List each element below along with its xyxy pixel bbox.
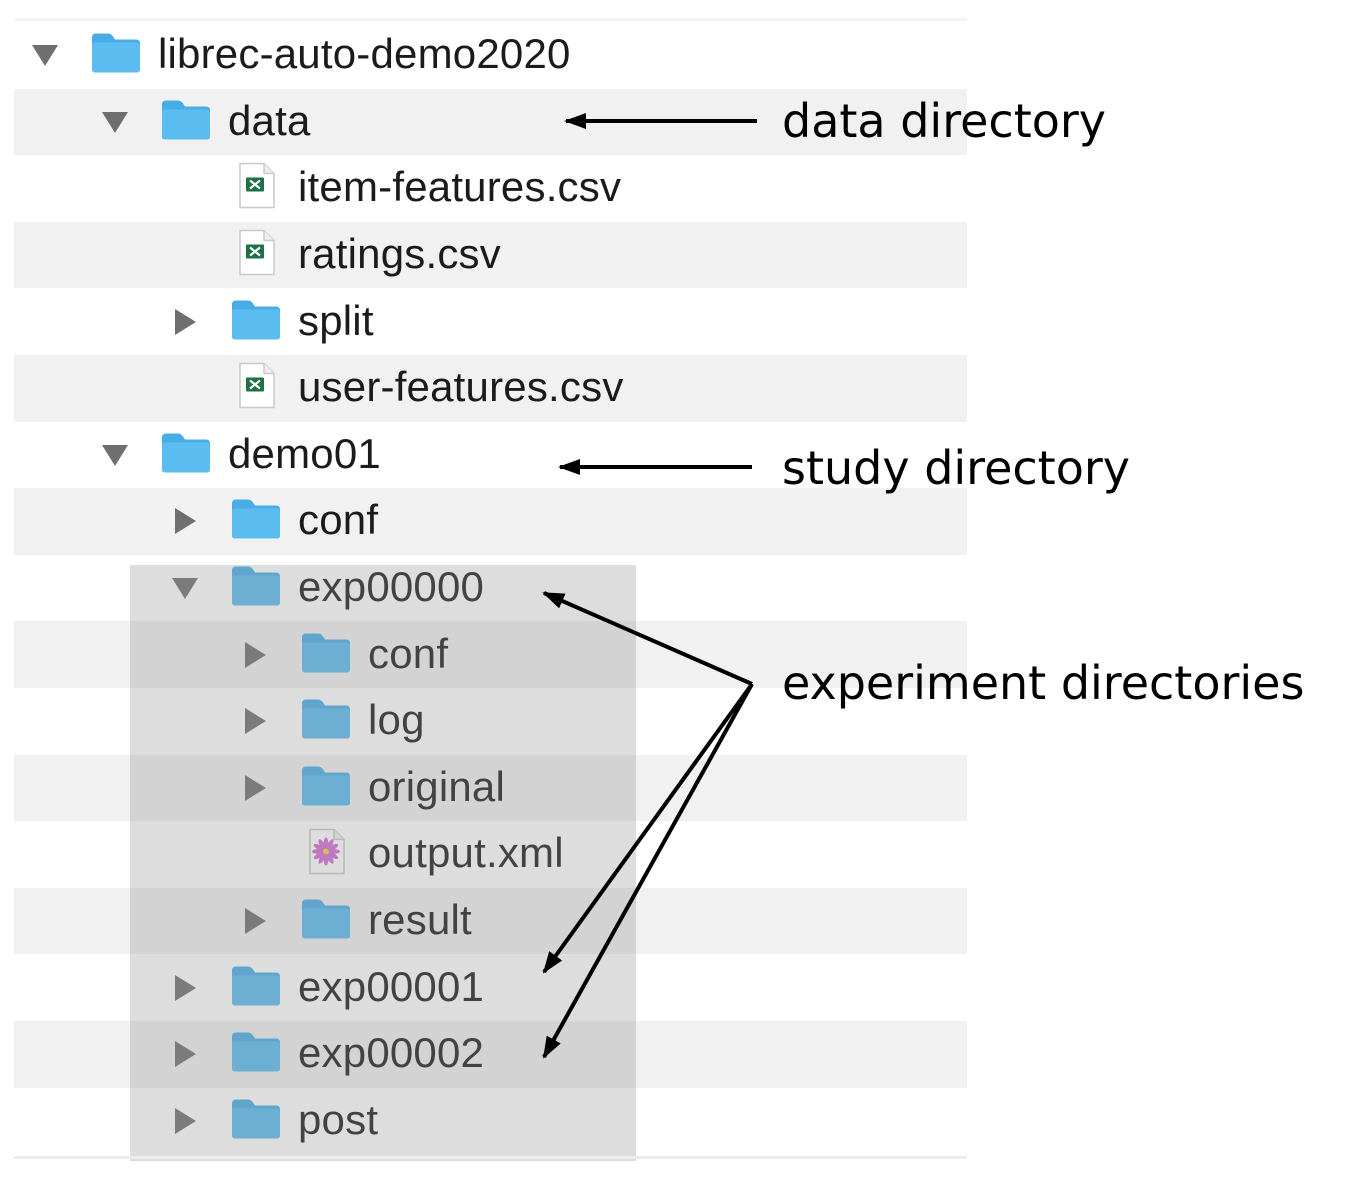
folder-row[interactable]: librec-auto-demo2020 — [14, 22, 967, 89]
folder-icon — [300, 764, 352, 811]
experiment-directories-label: experiment directories — [782, 656, 1305, 710]
disclosure-triangle-right-icon[interactable] — [168, 971, 202, 1005]
folder-row[interactable]: log — [14, 688, 967, 755]
folder-icon — [230, 498, 282, 545]
folder-icon — [230, 1097, 282, 1144]
tree-item-label: exp00000 — [298, 563, 485, 611]
file-row[interactable]: ratings.csv — [14, 221, 967, 289]
flower-xml-file-icon — [306, 828, 346, 881]
folder-row[interactable]: split — [14, 288, 967, 355]
file-row[interactable]: item-features.csv — [14, 155, 967, 222]
disclosure-triangle-right-icon[interactable] — [168, 1037, 202, 1071]
tree-item-label: librec-auto-demo2020 — [158, 30, 571, 78]
folder-icon — [300, 631, 352, 678]
folder-icon — [90, 32, 142, 79]
folder-row[interactable]: data — [14, 88, 967, 156]
disclosure-triangle-down-icon[interactable] — [168, 571, 202, 605]
disclosure-triangle-right-icon[interactable] — [238, 704, 272, 738]
disclosure-triangle-down-icon[interactable] — [98, 438, 132, 472]
folder-row[interactable]: exp00001 — [14, 954, 967, 1021]
folder-icon — [300, 898, 352, 945]
tree-item-label: item-features.csv — [298, 163, 622, 211]
tree-item-label: output.xml — [368, 829, 564, 877]
disclosure-triangle-right-icon[interactable] — [168, 504, 202, 538]
tree-item-label: result — [368, 896, 472, 944]
folder-row[interactable]: exp00000 — [14, 555, 967, 622]
folder-row[interactable]: original — [14, 754, 967, 822]
excel-csv-file-icon — [236, 362, 276, 415]
folder-row[interactable]: conf — [14, 621, 967, 688]
tree-item-label: demo01 — [228, 429, 381, 477]
folder-icon — [230, 1031, 282, 1078]
excel-csv-file-icon — [236, 162, 276, 215]
disclosure-triangle-right-icon[interactable] — [168, 1104, 202, 1138]
tree-item-label: user-features.csv — [298, 363, 624, 411]
tree-item-label: data — [228, 96, 311, 144]
data-directory-label: data directory — [782, 94, 1107, 148]
tree-item-label: ratings.csv — [298, 230, 501, 278]
tree-item-label: conf — [298, 496, 379, 544]
folder-icon — [230, 964, 282, 1011]
folder-icon — [300, 698, 352, 745]
tree-item-label: original — [368, 762, 506, 810]
folder-icon — [230, 565, 282, 612]
excel-csv-file-icon — [236, 229, 276, 282]
file-tree: librec-auto-demo2020 data item-features.cs… — [14, 22, 967, 1154]
tree-item-label: post — [298, 1095, 379, 1143]
disclosure-triangle-right-icon[interactable] — [238, 904, 272, 938]
study-directory-label: study directory — [782, 441, 1130, 495]
folder-row[interactable]: demo01 — [14, 422, 967, 489]
tree-item-label: conf — [368, 629, 449, 677]
file-row[interactable]: output.xml — [14, 821, 967, 888]
tree-item-label: exp00002 — [298, 1029, 485, 1077]
folder-icon — [230, 298, 282, 345]
file-row[interactable]: user-features.csv — [14, 354, 967, 422]
bottom-divider — [14, 1156, 967, 1159]
disclosure-triangle-right-icon[interactable] — [238, 638, 272, 672]
top-divider — [14, 18, 967, 21]
tree-item-label: log — [368, 696, 425, 744]
disclosure-triangle-down-icon[interactable] — [98, 105, 132, 139]
folder-icon — [160, 431, 212, 478]
folder-row[interactable]: result — [14, 887, 967, 955]
folder-row[interactable]: conf — [14, 488, 967, 555]
tree-item-label: exp00001 — [298, 962, 485, 1010]
tree-item-label: split — [298, 296, 374, 344]
folder-row[interactable]: exp00002 — [14, 1020, 967, 1088]
disclosure-triangle-right-icon[interactable] — [238, 771, 272, 805]
disclosure-triangle-down-icon[interactable] — [28, 38, 62, 72]
disclosure-triangle-right-icon[interactable] — [168, 305, 202, 339]
folder-icon — [160, 98, 212, 145]
folder-row[interactable]: post — [14, 1088, 967, 1155]
